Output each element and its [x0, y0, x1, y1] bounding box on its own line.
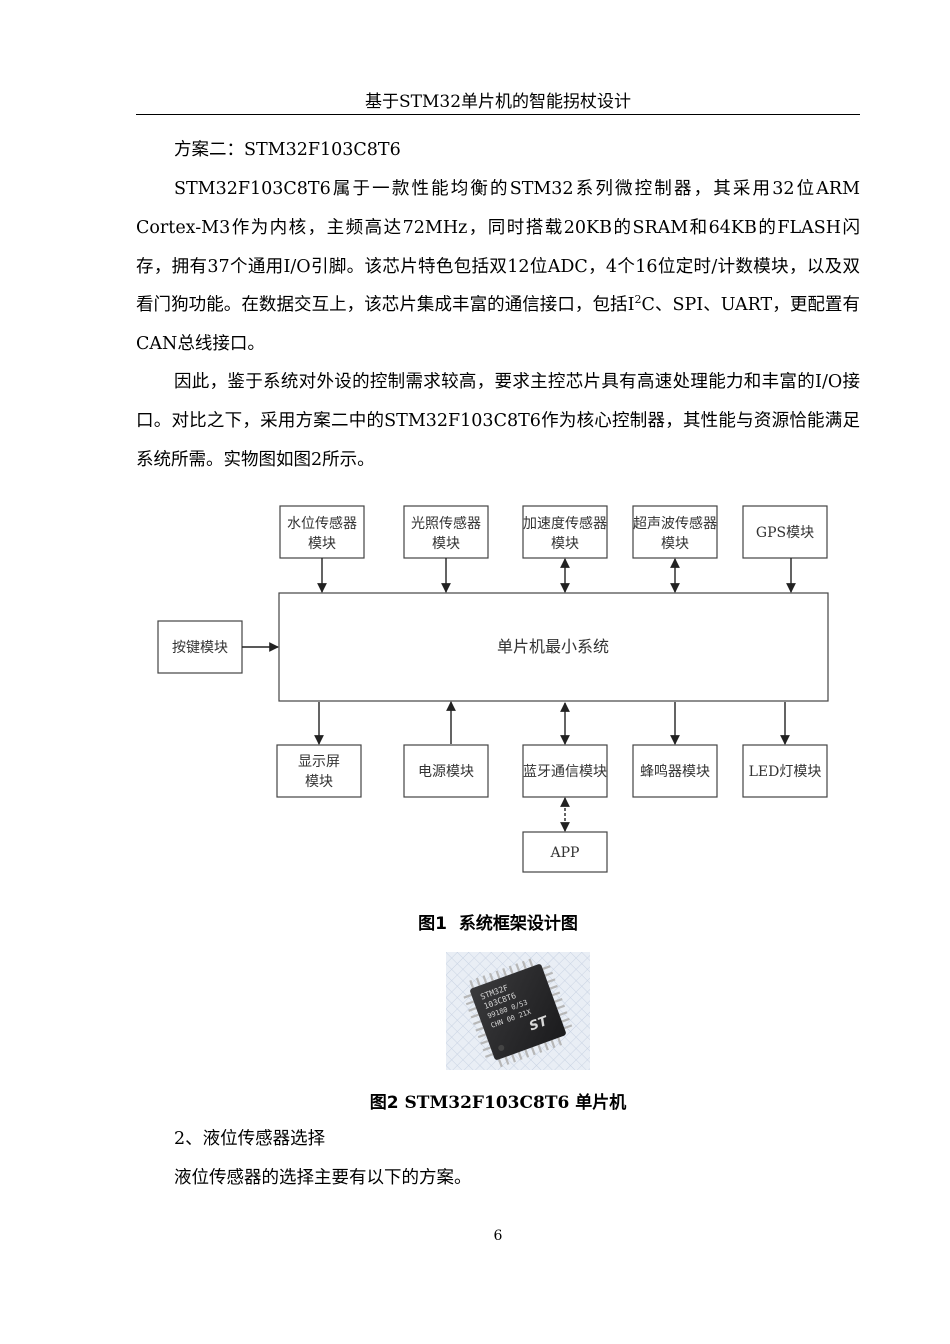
module-label-line1: 电源模块: [418, 764, 474, 780]
figure1-title: 系统框架设计图: [458, 914, 578, 934]
figure2-title: 单片机: [575, 1093, 627, 1113]
module-label-line1: 按键模块: [172, 640, 228, 656]
paragraph-stm32-description: STM32F103C8T6属于一款性能均衡的STM32系列微控制器，其采用32位…: [136, 170, 860, 364]
stm32-chip-photo: STM32F 103C8T6 99180 0/53 CHN 00 21X ST: [446, 952, 590, 1070]
figure2-model: STM32F103C8T6: [404, 1093, 570, 1113]
module-water-level-sensor: 水位传感器 模块: [279, 505, 365, 559]
st-logo-icon: ST: [527, 1014, 550, 1035]
module-led: LED灯模块: [742, 744, 828, 798]
module-display: 显示屏 模块: [276, 744, 362, 798]
figure2-number: 图2: [369, 1093, 399, 1113]
module-label-line1: 水位传感器: [287, 515, 357, 532]
figure1-caption: 图1 系统框架设计图: [136, 912, 860, 936]
figure2-caption: 图2 STM32F103C8T6 单片机: [136, 1091, 860, 1115]
paragraph-text-part: STM32F103C8T6属于一款性能均衡的STM32系列微控制器，其采用32位…: [136, 179, 860, 316]
paragraph-level-sensor-intro: 液位传感器的选择主要有以下的方案。: [174, 1168, 472, 1188]
module-label-line1: 蜂鸣器模块: [640, 763, 710, 780]
module-acceleration-sensor: 加速度传感器 模块: [522, 505, 608, 559]
module-label-line2: 模块: [551, 536, 579, 552]
paragraph-text-part: C、SPI、UART，更配置有CAN总线接口。: [136, 295, 860, 355]
page-number: 6: [493, 1228, 503, 1244]
module-buzzer: 蜂鸣器模块: [632, 744, 718, 798]
page-header: 基于STM32单片机的智能拐杖设计: [364, 92, 632, 112]
module-label-line1: APP: [550, 845, 580, 861]
module-label-line1: LED灯模块: [749, 764, 822, 780]
module-label-line2: 模块: [305, 774, 333, 790]
module-power: 电源模块: [403, 744, 489, 798]
mcu-label: 单片机最小系统: [497, 637, 609, 656]
module-label-line1: 光照传感器: [411, 515, 481, 532]
section-heading-level-sensor: 2、液位传感器选择: [174, 1129, 326, 1149]
module-label-line1: GPS模块: [756, 525, 814, 541]
paragraph-scheme-two: 方案二：STM32F103C8T6: [174, 140, 401, 160]
system-block-diagram: 水位传感器 模块 光照传感器 模块 加速度传感器 模块 超声波传感器 模块 GP…: [157, 505, 829, 873]
module-label-line1: 加速度传感器: [523, 515, 607, 532]
module-label-line2: 模块: [308, 536, 336, 552]
module-app: APP: [522, 831, 608, 873]
module-label-line1: 显示屏: [298, 754, 340, 770]
module-ultrasonic-sensor: 超声波传感器 模块: [632, 505, 718, 559]
header-rule: [136, 114, 860, 115]
figure1-number: 图1: [418, 914, 447, 934]
module-gps: GPS模块: [742, 505, 828, 559]
module-label-line2: 模块: [661, 536, 689, 552]
module-bluetooth: 蓝牙通信模块: [522, 744, 608, 798]
module-label-line2: 模块: [432, 536, 460, 552]
module-label-line1: 超声波传感器: [633, 515, 717, 532]
module-key: 按键模块: [157, 620, 243, 674]
superscript-two: 2: [634, 293, 642, 307]
module-light-sensor: 光照传感器 模块: [403, 505, 489, 559]
module-label-line1: 蓝牙通信模块: [523, 764, 607, 780]
paragraph-conclusion: 因此，鉴于系统对外设的控制需求较高，要求主控芯片具有高速处理能力和丰富的I/O接…: [136, 372, 860, 470]
module-mcu-minimum-system: 单片机最小系统: [278, 592, 829, 702]
